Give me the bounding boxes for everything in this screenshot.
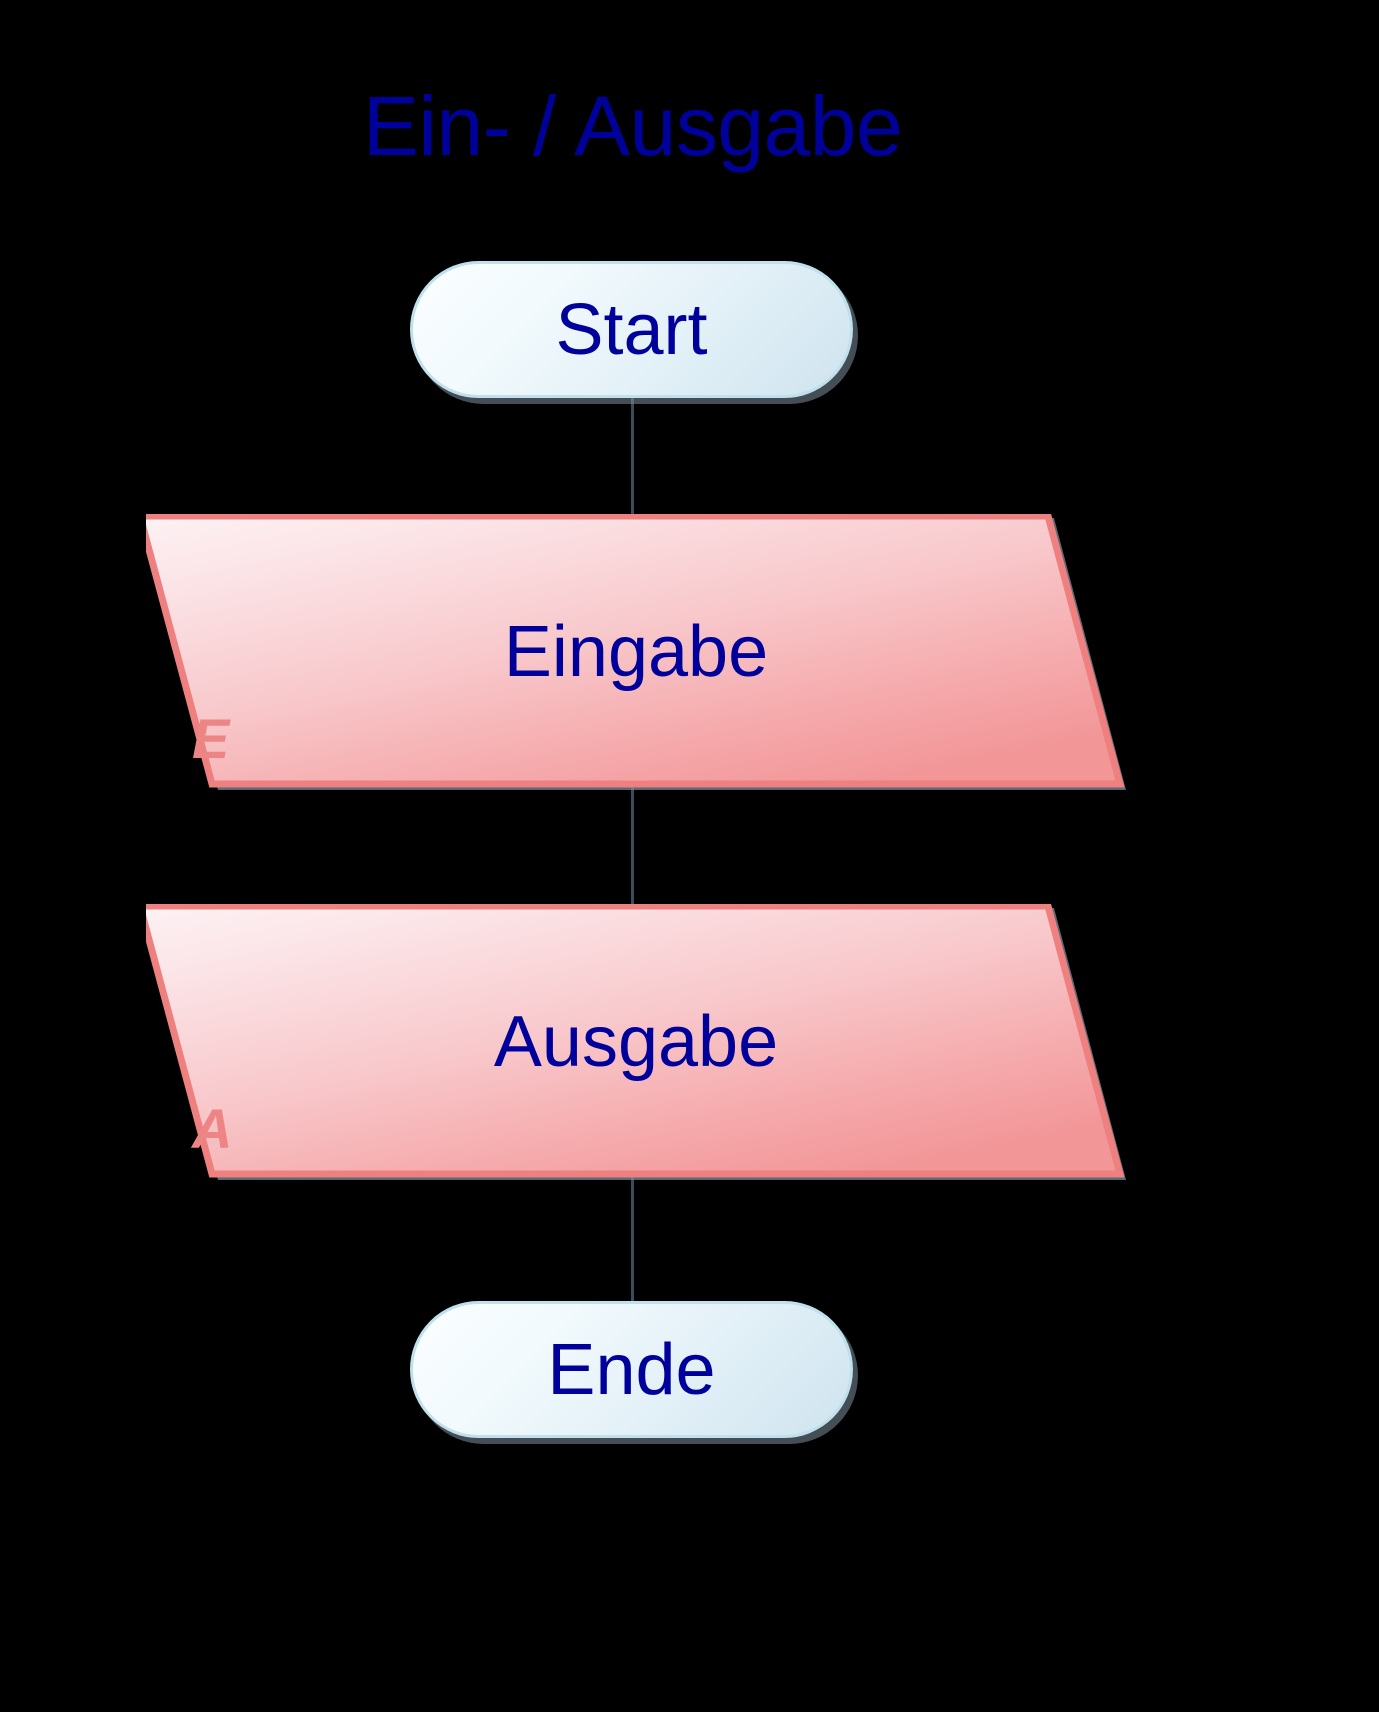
node-ende-label: Ende [547,1329,716,1410]
connector-ausgabe-to-ende [631,1176,634,1304]
node-start[interactable]: Start [410,261,853,398]
node-eingabe[interactable]: Eingabe E [146,514,1126,794]
node-start-label: Start [555,289,708,370]
parallelogram-shape-eingabe [146,514,1126,794]
page-title: Ein- / Ausgabe [362,79,903,173]
connector-eingabe-to-ausgabe [631,786,634,914]
node-ausgabe[interactable]: Ausgabe A [146,904,1126,1184]
node-eingabe-label: Eingabe [503,612,769,692]
connector-start-to-eingabe [631,396,634,522]
node-ausgabe-tag: A [192,1097,233,1160]
node-eingabe-tag: E [192,707,230,770]
parallelogram-shape-ausgabe [146,904,1126,1184]
node-ausgabe-label: Ausgabe [493,1002,779,1082]
node-ende[interactable]: Ende [410,1301,853,1438]
